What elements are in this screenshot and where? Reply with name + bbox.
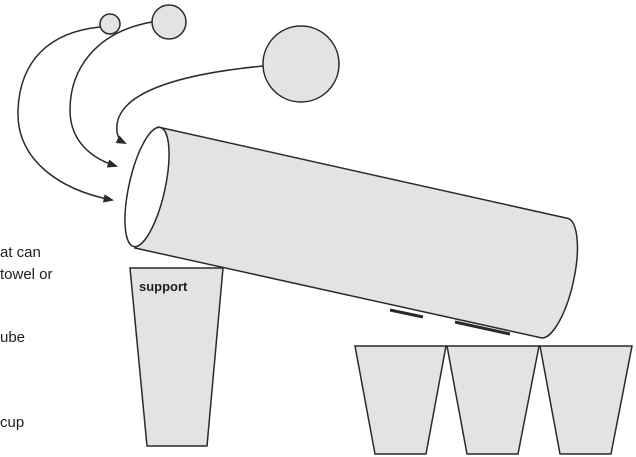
tube-body: [134, 126, 579, 339]
text-fragment-2: towel or: [0, 266, 53, 283]
tube-opening: [124, 126, 170, 248]
cardboard-tube: [124, 126, 579, 339]
arrow-small-ball: [17, 26, 115, 203]
support-label: support: [139, 279, 188, 294]
medium-ball: [151, 4, 187, 40]
text-fragment-3: ube: [0, 329, 26, 346]
collection-cup-3: [539, 345, 633, 455]
text-fragment-1: at can: [0, 244, 41, 261]
arrow-large-ball: [115, 65, 264, 144]
small-ball: [99, 13, 121, 35]
arrow-medium-ball: [69, 21, 153, 168]
collection-cup-2: [446, 345, 540, 455]
tube-slot-1: [389, 308, 424, 319]
support-cup: [129, 267, 224, 447]
collection-cup-1: [354, 345, 447, 455]
tube-slot-2: [454, 320, 511, 336]
large-ball: [262, 25, 340, 103]
text-fragment-4: cup: [0, 414, 25, 431]
